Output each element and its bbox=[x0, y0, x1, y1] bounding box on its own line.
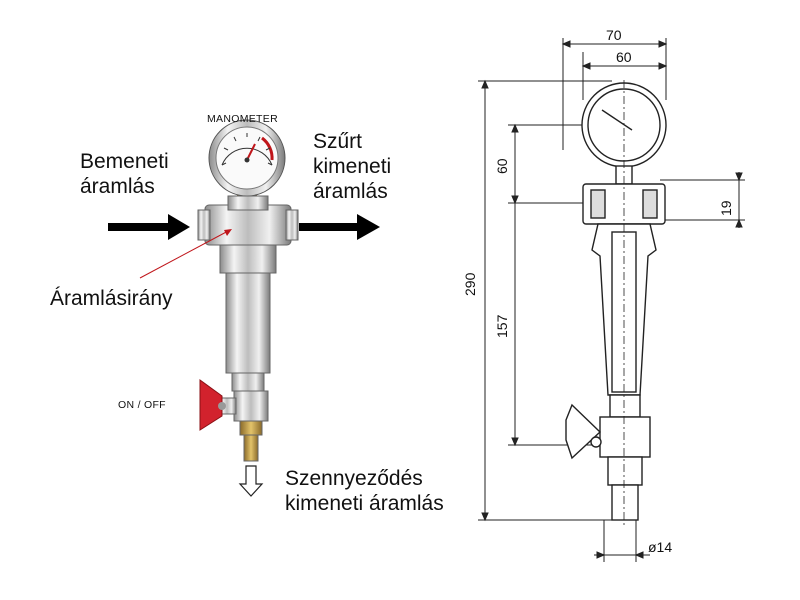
dim-gauge-width: 60 bbox=[616, 49, 632, 65]
inlet-arrow bbox=[108, 214, 190, 240]
manometer-label: MANOMETER bbox=[207, 113, 278, 125]
manometer-gauge bbox=[208, 119, 286, 199]
housing-nut bbox=[219, 244, 277, 274]
dim-thread: 19 bbox=[718, 200, 734, 216]
dirt-outlet-arrow bbox=[238, 465, 264, 497]
dirt-outlet-line2: kimeneti áramlás bbox=[285, 492, 444, 515]
outlet-label-line1: Szűrt bbox=[313, 130, 363, 153]
dim-overall-width: 70 bbox=[606, 27, 622, 43]
inlet-label-line1: Bemeneti bbox=[80, 150, 169, 173]
dim-total-height: 290 bbox=[462, 272, 478, 296]
dim-gauge-height: 60 bbox=[494, 158, 510, 174]
dirt-outlet-line1: Szennyeződés bbox=[285, 467, 423, 490]
inlet-label-line2: áramlás bbox=[80, 175, 155, 198]
flow-direction-pointer bbox=[139, 229, 231, 279]
valve-label: ON / OFF bbox=[118, 399, 166, 411]
outlet-arrow bbox=[299, 214, 380, 240]
drain-valve bbox=[199, 379, 269, 462]
outlet-label-line2: kimeneti bbox=[313, 155, 392, 178]
outlet-label-line3: áramlás bbox=[313, 180, 388, 203]
filter-housing bbox=[225, 272, 271, 374]
dim-body-height: 157 bbox=[494, 314, 510, 338]
flow-direction-label: Áramlásirány bbox=[50, 287, 173, 310]
dim-outlet-diameter: ø14 bbox=[648, 539, 673, 555]
filter-outline bbox=[565, 82, 667, 521]
